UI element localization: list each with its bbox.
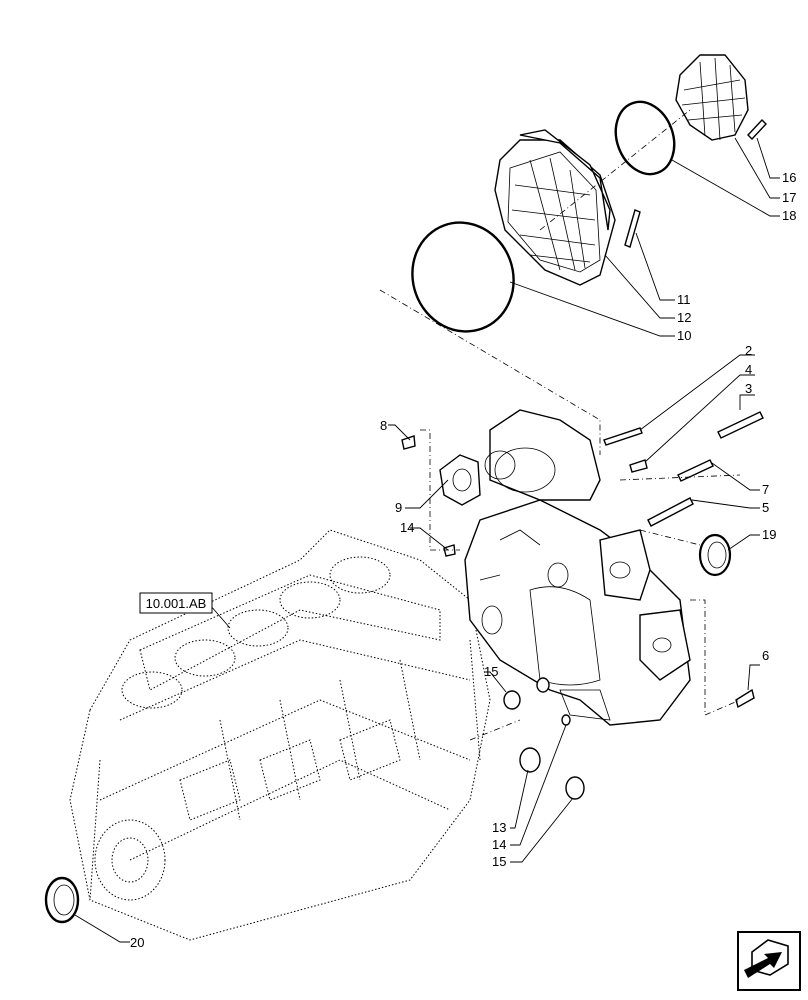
callout-15-top: 15 [484,664,498,679]
next-page-arrow-icon[interactable] [737,931,801,991]
callout-4: 4 [745,362,752,377]
callout-14-bottom: 14 [492,837,506,852]
callout-17: 17 [782,190,796,205]
o-ring-large [411,221,515,333]
alignment-lines [379,109,741,741]
callout-labels: 2 4 3 7 5 8 9 14 19 6 15 13 14 15 11 12 … [130,170,796,950]
reference-link-box[interactable]: 10.001.AB [139,592,213,614]
callout-11: 11 [677,292,691,307]
callout-15-bottom: 15 [492,854,506,869]
callout-3: 3 [745,381,752,396]
callout-12: 12 [677,310,691,325]
breather-cover [494,129,616,286]
callout-14-top: 14 [400,520,414,535]
callout-8: 8 [380,418,387,433]
adapter-plate [439,454,481,506]
front-crank-seal [698,533,732,577]
callout-19: 19 [762,527,776,542]
callout-6: 6 [762,648,769,663]
callout-5: 5 [762,500,769,515]
callout-16: 16 [782,170,796,185]
leader-lines [74,137,780,943]
svg-text:10.001.AB: 10.001.AB [146,596,207,611]
engine-block-phantom [69,529,491,941]
callout-13: 13 [492,820,506,835]
callout-20: 20 [130,935,144,950]
timing-gear-cover [464,409,691,726]
o-ring-small [614,100,676,176]
callout-2: 2 [745,343,752,358]
callout-18: 18 [782,208,796,223]
rear-crank-seal [44,876,80,924]
callout-9: 9 [395,500,402,515]
bolts [401,118,767,800]
mesh-cover [675,54,749,141]
callout-7: 7 [762,482,769,497]
callout-10: 10 [677,328,691,343]
